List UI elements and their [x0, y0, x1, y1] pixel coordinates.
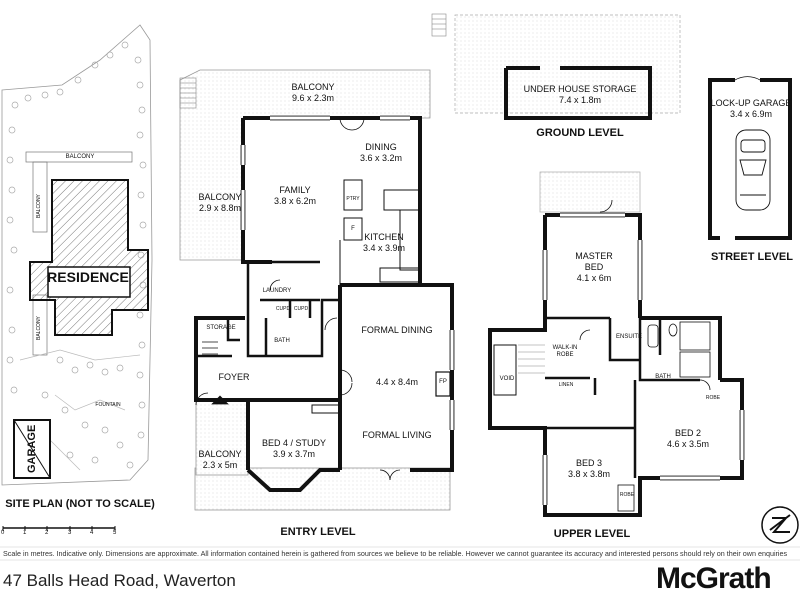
scale-tick: 3: [68, 530, 72, 536]
disclaimer-text: Scale in metres. Indicative only. Dimens…: [3, 549, 788, 558]
site-balcony-side2-label: BALCONY: [36, 316, 42, 340]
foyer-label: FOYER: [218, 372, 250, 382]
void-label: VOID: [499, 376, 515, 382]
site-balcony-top-label: BALCONY: [65, 154, 95, 160]
street-level-title: STREET LEVEL: [711, 251, 793, 263]
upper-bath-label: BATH: [655, 374, 671, 380]
agency-logo: McGrath: [656, 562, 772, 595]
robe2-label: ROBE: [619, 492, 635, 498]
scale-tick: 2: [45, 530, 49, 536]
site-residence-label: RESIDENCE: [47, 269, 129, 285]
scale-tick: 4: [90, 530, 94, 536]
storage-label: STORAGE: [206, 325, 236, 331]
residence-outline: [29, 179, 149, 336]
upper-level: [488, 171, 745, 517]
scale-tick: 5: [113, 530, 117, 536]
cupd1-label: CUPD: [275, 306, 291, 312]
property-address: 47 Balls Head Road, Waverton: [3, 571, 236, 590]
fridge-label: F: [351, 226, 355, 232]
entry-bath-label: BATH: [274, 338, 290, 344]
site-garage-label: GARAGE: [26, 424, 38, 473]
ensuite-label: ENSUITE: [615, 334, 643, 340]
linen-label: LINEN: [558, 382, 574, 388]
robe1-label: ROBE: [705, 395, 721, 401]
upper-level-title: UPPER LEVEL: [553, 528, 631, 540]
north-compass-icon: [761, 506, 799, 544]
street-level: [708, 76, 792, 240]
formal-dims-label: 4.4 x 8.4m: [375, 377, 419, 387]
formal-living-label: FORMAL LIVING: [362, 430, 432, 440]
car-icon: [735, 129, 771, 211]
site-plan-title: SITE PLAN (NOT TO SCALE): [5, 498, 155, 510]
formal-dining-label: FORMAL DINING: [361, 325, 433, 335]
ground-level-title: GROUND LEVEL: [536, 127, 624, 139]
entry-level: [179, 69, 455, 511]
site-fountain-label: FOUNTAIN: [95, 402, 121, 408]
site-boundary: [1, 24, 153, 486]
cupd2-label: CUPD: [293, 306, 309, 312]
ground-level: [431, 13, 681, 120]
entry-level-title: ENTRY LEVEL: [280, 526, 356, 538]
site-balcony-side-label: BALCONY: [36, 194, 42, 218]
fireplace-label: FP: [439, 379, 447, 385]
scale-tick: 0: [1, 530, 5, 536]
laundry-label: LAUNDRY: [262, 288, 292, 294]
pantry-label: PTRY: [346, 196, 360, 202]
site-plan: [1, 24, 153, 486]
scale-bar: 0 1 2 3 4 5: [0, 525, 130, 547]
scale-tick: 1: [23, 530, 27, 536]
